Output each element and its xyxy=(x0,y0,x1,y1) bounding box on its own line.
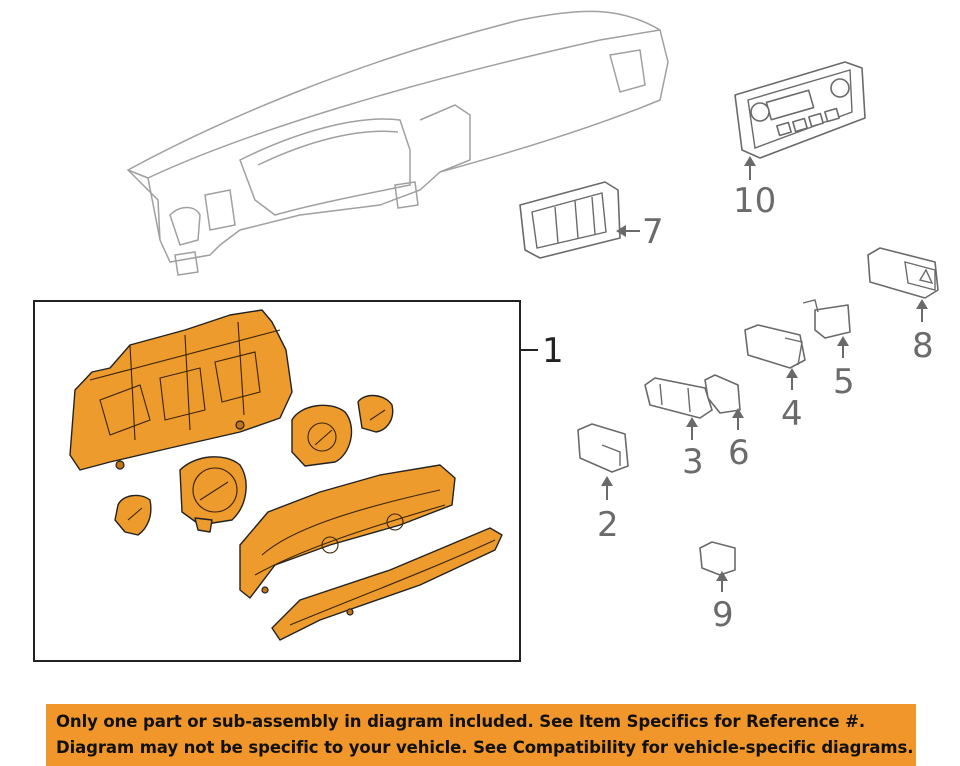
part-1-frame xyxy=(33,300,521,662)
arrow-8 xyxy=(916,299,928,322)
switch-3 xyxy=(644,377,713,419)
arrow-4 xyxy=(786,368,798,390)
arrow-6 xyxy=(732,408,744,430)
callout-6: 6 xyxy=(728,433,750,473)
callout-8: 8 xyxy=(912,326,934,366)
callout-3: 3 xyxy=(682,442,704,482)
gauge-temp xyxy=(114,494,152,536)
callout-7: 7 xyxy=(642,212,664,252)
callout-1: 1 xyxy=(542,331,564,371)
disclaimer-banner: Only one part or sub-assembly in diagram… xyxy=(46,704,916,766)
callout-2: 2 xyxy=(597,505,619,545)
hazard-switch xyxy=(867,247,939,299)
switch-4 xyxy=(744,324,806,369)
callout-4: 4 xyxy=(781,394,803,434)
callout-9: 9 xyxy=(712,595,734,635)
arrow-3 xyxy=(686,417,698,440)
arrow-2 xyxy=(601,476,613,500)
parts-diagram: 10 7 8 5 4 xyxy=(33,10,939,662)
switch-2 xyxy=(577,423,629,473)
gauge-speedometer xyxy=(291,404,353,467)
dashboard-outline xyxy=(126,10,669,276)
callout-10: 10 xyxy=(733,181,776,221)
gauge-fuel xyxy=(357,394,394,433)
arrow-9 xyxy=(716,571,728,592)
disclaimer-line-1: Only one part or sub-assembly in diagram… xyxy=(56,712,866,731)
cluster-lens xyxy=(239,464,456,599)
disclaimer-line-2: Diagram may not be specific to your vehi… xyxy=(56,738,914,757)
climate-control-panel xyxy=(734,61,866,159)
switch-bezel xyxy=(519,181,621,259)
arrow-7 xyxy=(616,225,640,237)
callout-5: 5 xyxy=(833,362,855,402)
switch-6 xyxy=(704,374,741,414)
switch-9 xyxy=(699,541,736,576)
cluster-trim-bezel xyxy=(271,527,503,641)
cluster-housing xyxy=(69,309,293,471)
arrow-10 xyxy=(744,156,756,180)
gauge-tachometer xyxy=(179,456,247,533)
arrow-5 xyxy=(837,336,849,358)
switch-5 xyxy=(802,299,851,339)
